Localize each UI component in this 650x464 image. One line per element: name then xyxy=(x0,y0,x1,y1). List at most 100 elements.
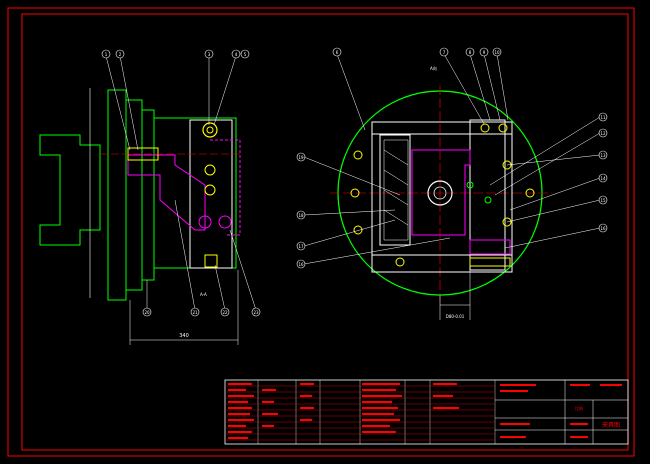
faceplate-bolt xyxy=(350,188,360,198)
callout-balloon xyxy=(598,173,608,183)
callout-balloon xyxy=(296,259,306,269)
fixture-body xyxy=(153,117,237,269)
svg-text:16: 16 xyxy=(298,262,304,267)
svg-text:12: 12 xyxy=(600,131,606,136)
callout-balloon xyxy=(492,47,502,57)
locator-pin xyxy=(466,181,474,189)
clamp-bolt xyxy=(502,160,512,170)
rail-bolt xyxy=(498,123,508,133)
base-shim xyxy=(469,257,511,267)
callout-balloon xyxy=(101,49,111,59)
bolt-lower xyxy=(204,184,216,196)
callout-balloon xyxy=(598,150,608,160)
title-area-grid xyxy=(495,380,628,444)
svg-text:9: 9 xyxy=(483,50,486,55)
workpiece-hidden xyxy=(210,139,241,236)
callout-balloon xyxy=(190,307,200,317)
title-block-frame xyxy=(224,379,629,445)
foot-screw xyxy=(204,254,218,268)
svg-text:7: 7 xyxy=(443,50,446,55)
svg-text:4: 4 xyxy=(235,52,238,57)
title-block: 夹具图 比例 xyxy=(224,379,629,445)
callout-balloon xyxy=(479,47,489,57)
locator-pin xyxy=(484,196,492,204)
center-bore xyxy=(427,180,453,206)
support-plate xyxy=(141,109,155,281)
title-area-entries xyxy=(500,384,622,438)
workpiece-outline xyxy=(411,149,471,236)
support-block xyxy=(469,239,511,255)
svg-text:11: 11 xyxy=(600,115,606,120)
svg-text:2: 2 xyxy=(119,52,122,57)
callout-balloon xyxy=(240,49,250,59)
svg-text:20: 20 xyxy=(144,310,150,315)
svg-text:13: 13 xyxy=(600,153,606,158)
svg-text:6: 6 xyxy=(336,50,339,55)
top-rail xyxy=(371,121,513,135)
svg-text:3: 3 xyxy=(208,52,211,57)
left-block xyxy=(379,134,411,246)
svg-text:5: 5 xyxy=(244,52,247,57)
faceplate-bolt xyxy=(353,225,363,235)
scale-label: 比例 xyxy=(575,405,583,411)
callout-balloon xyxy=(220,307,230,317)
svg-text:21: 21 xyxy=(192,310,198,315)
clamp-bolt xyxy=(502,217,512,227)
svg-text:8: 8 xyxy=(469,50,472,55)
callout-balloon xyxy=(332,47,342,57)
bottom-rail xyxy=(371,254,513,273)
right-plan-view: D80-0.01 A向 6 7 8 9 10 11 12 xyxy=(296,47,608,320)
callout-balloon xyxy=(115,49,125,59)
dim-text-bottom: 340 xyxy=(179,333,189,339)
callout-balloon xyxy=(296,210,306,220)
svg-text:18: 18 xyxy=(298,213,304,218)
base-bracket xyxy=(39,134,101,246)
nut-right xyxy=(218,215,232,229)
svg-text:17: 17 xyxy=(298,244,304,249)
svg-text:14: 14 xyxy=(600,176,606,181)
svg-text:22: 22 xyxy=(222,310,228,315)
svg-text:1: 1 xyxy=(105,52,108,57)
faceplate-bolt xyxy=(525,188,535,198)
callout-balloon xyxy=(142,307,152,317)
parts-list-rows xyxy=(225,385,495,441)
svg-text:23: 23 xyxy=(253,310,259,315)
workpiece-outline xyxy=(127,154,206,231)
section-label: A-A xyxy=(200,292,207,297)
fixture-base xyxy=(371,121,513,273)
callout-balloon xyxy=(598,195,608,205)
callout-balloon xyxy=(296,152,306,162)
left-callouts: 1 2 3 4 5 20 21 22 23 xyxy=(101,49,261,317)
bolt-mid xyxy=(204,164,216,176)
callout-balloon xyxy=(251,307,261,317)
dim-text-right: D80-0.01 xyxy=(446,314,465,319)
base-bolt xyxy=(395,257,405,267)
svg-text:15: 15 xyxy=(600,198,606,203)
svg-text:10: 10 xyxy=(494,50,500,55)
right-callouts: 6 7 8 9 10 11 12 13 14 xyxy=(296,47,608,269)
view-note: A向 xyxy=(430,65,437,71)
parts-list-grid xyxy=(257,380,496,444)
drawing-title: 夹具图 xyxy=(602,421,620,429)
clamp-block xyxy=(189,119,233,269)
callout-balloon xyxy=(598,112,608,122)
callout-balloon xyxy=(598,223,608,233)
callout-balloon xyxy=(439,47,449,57)
callout-balloon xyxy=(204,49,214,59)
right-clamp xyxy=(469,119,506,271)
outer-frame xyxy=(7,7,635,457)
faceplate-bolt xyxy=(353,150,363,160)
left-section-view: 340 A-A 1 2 3 4 5 20 21 xyxy=(39,49,261,345)
bolt-top xyxy=(202,122,218,138)
parts-list-entries xyxy=(228,383,459,439)
nut-left xyxy=(198,215,212,229)
callout-balloon xyxy=(231,49,241,59)
callout-balloon xyxy=(296,241,306,251)
callout-balloon xyxy=(465,47,475,57)
callout-balloon xyxy=(598,128,608,138)
main-plate xyxy=(107,89,127,301)
svg-text:19: 19 xyxy=(298,155,304,160)
inner-frame xyxy=(21,13,629,451)
